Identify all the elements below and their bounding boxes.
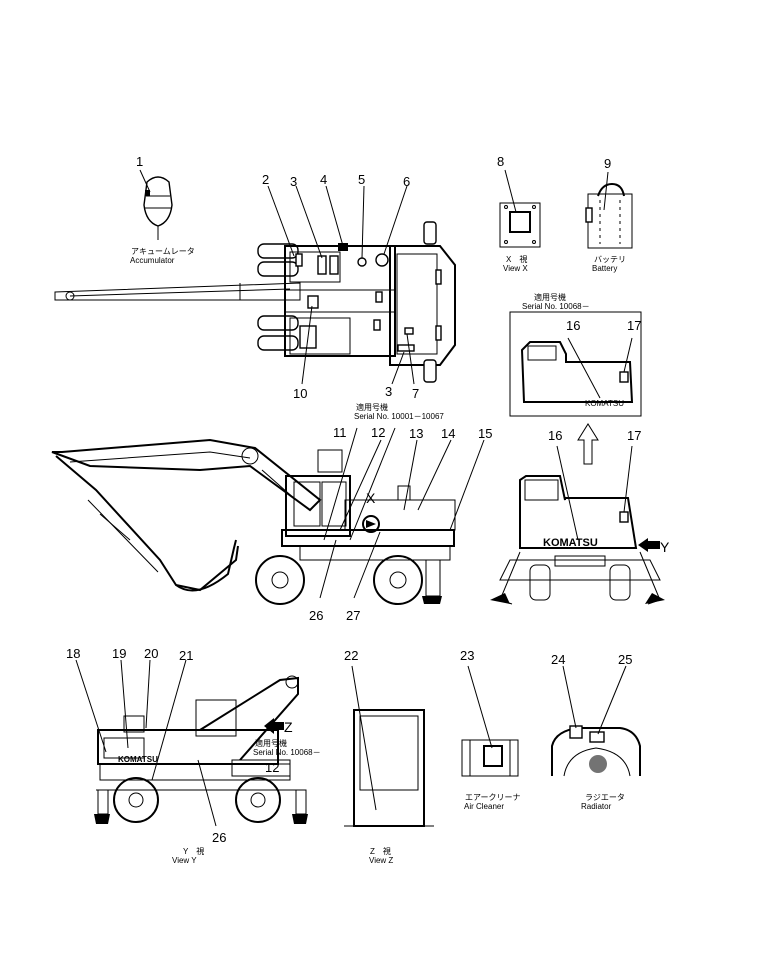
callout-7: 7 bbox=[412, 386, 419, 401]
radiator-caption-jp: ラジエータ bbox=[585, 793, 625, 802]
serial-a-jp: 適用号機 bbox=[356, 402, 388, 412]
callout-22: 22 bbox=[344, 648, 358, 663]
callout-16: 16 bbox=[566, 318, 580, 333]
serial-b-jp: 適用号機 bbox=[534, 292, 566, 302]
callout-16b: 16 bbox=[548, 428, 562, 443]
callout-23: 23 bbox=[460, 648, 474, 663]
callout-12: 12 bbox=[371, 425, 385, 440]
callout-3b: 3 bbox=[385, 384, 392, 399]
air-cleaner-caption-en: Air Cleaner bbox=[464, 802, 504, 811]
accumulator-drawing bbox=[139, 169, 173, 240]
top-view-machine bbox=[54, 221, 456, 383]
view-y-letter: Y bbox=[660, 539, 670, 555]
callout-1: 1 bbox=[136, 154, 143, 169]
callout-19: 19 bbox=[112, 646, 126, 661]
brand-small: KOMATSU bbox=[585, 399, 624, 408]
side-view-machine bbox=[51, 438, 456, 605]
serial-a-en: Serial No. 10001－10067 bbox=[354, 412, 444, 421]
callout-4: 4 bbox=[320, 172, 327, 187]
view-z-door bbox=[344, 665, 434, 827]
callout-21: 21 bbox=[179, 648, 193, 663]
callout-26: 26 bbox=[309, 608, 323, 623]
callout-14: 14 bbox=[441, 426, 455, 441]
view-y-caption-jp: Y 視 bbox=[183, 847, 204, 856]
battery-caption-jp: バッテリ bbox=[594, 255, 626, 264]
callout-2: 2 bbox=[262, 172, 269, 187]
callout-9: 9 bbox=[604, 156, 611, 171]
callout-10: 10 bbox=[293, 386, 307, 401]
brand-side: KOMATSU bbox=[118, 755, 158, 764]
arrow-up-icon bbox=[577, 423, 599, 465]
callout-13: 13 bbox=[409, 426, 423, 441]
battery-drawing bbox=[585, 171, 633, 249]
serial-b-en: Serial No. 10068－ bbox=[522, 302, 590, 311]
callout-3: 3 bbox=[290, 174, 297, 189]
view-x-drawing bbox=[499, 169, 541, 248]
rear-view-machine: KOMATSU bbox=[490, 445, 665, 605]
view-z-letter: Z bbox=[284, 719, 293, 735]
callout-18: 18 bbox=[66, 646, 80, 661]
serial-c-jp: 適用号機 bbox=[255, 738, 287, 748]
accumulator-caption-jp: アキュームレータ bbox=[131, 247, 195, 256]
radiator-caption-en: Radiator bbox=[581, 802, 612, 811]
view-x-caption-en: View X bbox=[503, 264, 528, 273]
callout-17: 17 bbox=[627, 318, 641, 333]
rear-detail-box: KOMATSU bbox=[509, 311, 642, 417]
callout-20: 20 bbox=[144, 646, 158, 661]
callout-6: 6 bbox=[403, 174, 410, 189]
callout-25: 25 bbox=[618, 652, 632, 667]
view-y-arrow-icon bbox=[638, 538, 660, 552]
callout-24: 24 bbox=[551, 652, 565, 667]
callout-11: 11 bbox=[333, 425, 347, 440]
callout-8: 8 bbox=[497, 154, 504, 169]
callout-12b: 12 bbox=[265, 760, 279, 775]
view-x-letter: X bbox=[366, 490, 376, 506]
callout-26b: 26 bbox=[212, 830, 226, 845]
callout-15: 15 bbox=[478, 426, 492, 441]
accumulator-caption-en: Accumulator bbox=[130, 256, 175, 265]
view-z-caption-en: View Z bbox=[369, 856, 393, 865]
callout-5: 5 bbox=[358, 172, 365, 187]
serial-c-en: Serial No. 10068－ bbox=[253, 748, 321, 757]
radiator-drawing bbox=[551, 665, 641, 777]
callout-27: 27 bbox=[346, 608, 360, 623]
air-cleaner-caption-jp: エアークリーナ bbox=[465, 793, 521, 802]
air-cleaner-drawing bbox=[461, 665, 519, 777]
view-y-machine: KOMATSU bbox=[94, 675, 308, 824]
view-y-caption-en: View Y bbox=[172, 856, 197, 865]
brand-rear: KOMATSU bbox=[543, 537, 598, 549]
view-x-caption-jp: X 視 bbox=[506, 255, 527, 264]
view-z-caption-jp: Z 視 bbox=[370, 847, 391, 856]
view-z-arrow-icon bbox=[264, 718, 284, 734]
callout-17b: 17 bbox=[627, 428, 641, 443]
battery-caption-en: Battery bbox=[592, 264, 617, 273]
